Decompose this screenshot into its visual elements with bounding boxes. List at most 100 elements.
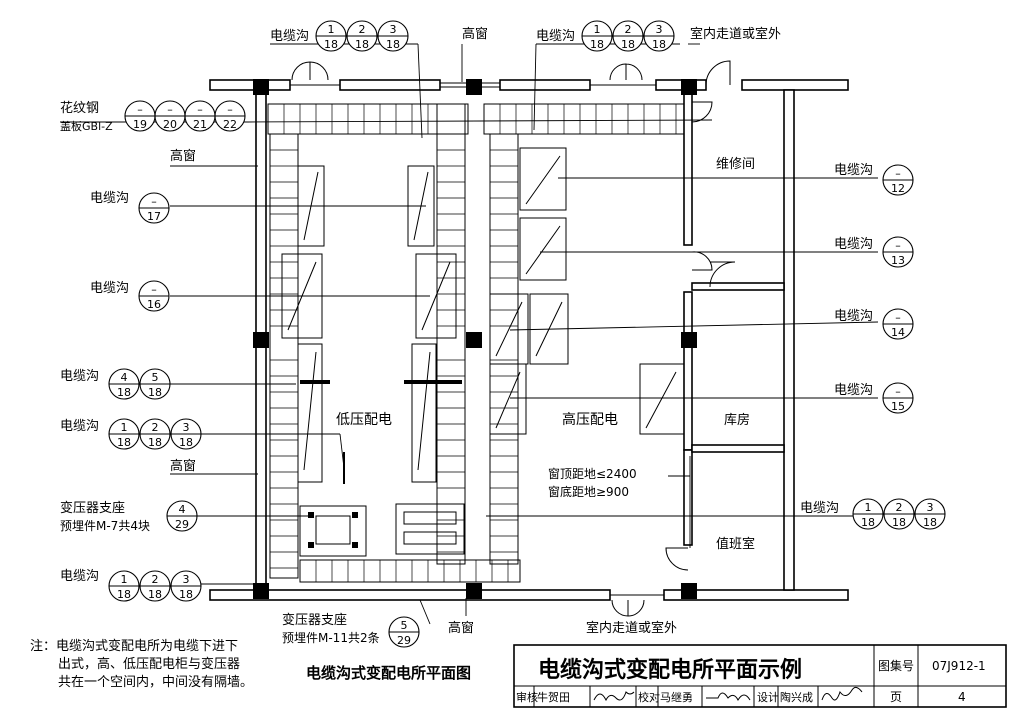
label-window-top: 窗顶距地≤2400 bbox=[548, 467, 637, 481]
label-cable-15: 电缆沟 bbox=[834, 382, 873, 398]
callout-bottom-number: 21 bbox=[193, 118, 207, 131]
callout-checker-plate: –19–20–21–22 bbox=[124, 100, 246, 132]
drawing-title: 电缆沟式变配电所平面示例 bbox=[538, 657, 802, 683]
label-transformer-base-bottom: 变压器支座 bbox=[282, 612, 347, 628]
label-corridor-top: 室内走道或室外 bbox=[690, 26, 781, 42]
title-block: 电缆沟式变配电所平面示例 图集号 07J912-1 页 4 审核 牛贺田 校对 … bbox=[513, 644, 1007, 708]
callout-top-number: – bbox=[137, 103, 143, 116]
callout-top-number: 1 bbox=[121, 573, 128, 586]
callout-cable-16: – 16 bbox=[138, 280, 170, 312]
callout-top-number: 2 bbox=[359, 23, 366, 36]
callout-top-number: 3 bbox=[183, 421, 190, 434]
review-name: 牛贺田 bbox=[537, 690, 570, 704]
callout-bottom-number: 18 bbox=[148, 588, 162, 601]
callout-bottom-number: 18 bbox=[923, 516, 937, 529]
callout-top-number: – bbox=[227, 103, 233, 116]
callout-bottom-number: 18 bbox=[117, 386, 131, 399]
design-name: 陶兴成 bbox=[780, 690, 813, 704]
design-label: 设计 bbox=[757, 691, 779, 704]
callout-cable-12: – 12 bbox=[882, 164, 914, 196]
callout-transformer-base-bottom: 529 bbox=[388, 616, 420, 648]
callout-bottom-number: 15 bbox=[891, 400, 905, 413]
room-low-voltage: 低压配电 bbox=[336, 412, 392, 428]
page-number: 4 bbox=[958, 690, 966, 704]
callout-top-number: – bbox=[151, 195, 157, 208]
callout-top-number: 1 bbox=[121, 421, 128, 434]
room-storage: 库房 bbox=[724, 412, 750, 428]
callout-top-number: 2 bbox=[152, 421, 159, 434]
callout-bottom-number: 19 bbox=[133, 118, 147, 131]
label-cable-right-123: 电缆沟 bbox=[800, 500, 839, 516]
callout-top-number: – bbox=[895, 311, 901, 324]
room-duty: 值班室 bbox=[716, 536, 755, 552]
label-embed-m11: 预埋件M-11共2条 bbox=[282, 631, 380, 645]
callout-cable-15: – 15 bbox=[882, 382, 914, 414]
callout-bubbles: 118218318118218318–19–20–21–22–17–164185… bbox=[108, 20, 946, 648]
callout-top-number: 3 bbox=[927, 501, 934, 514]
callout-bottom-number: 18 bbox=[179, 588, 193, 601]
callout-bottom-number: 18 bbox=[590, 38, 604, 51]
callout-top-number: – bbox=[895, 167, 901, 180]
callout-bottom-number: 16 bbox=[147, 298, 161, 311]
doors bbox=[291, 60, 736, 617]
callout-cable-17: –17 bbox=[138, 192, 170, 224]
callout-bottom-number: 18 bbox=[117, 588, 131, 601]
note-block: 注：电缆沟式变配电所为电缆下进下 出式，高、低压配电柜与变压器 共在一个空间内，… bbox=[30, 638, 253, 690]
check-signature bbox=[706, 692, 751, 702]
high-voltage-cabinets bbox=[489, 147, 685, 435]
label-cable-123-b: 电缆沟 bbox=[60, 568, 99, 584]
label-corridor-bottom: 室内走道或室外 bbox=[586, 620, 677, 636]
callout-bottom-number: 18 bbox=[621, 38, 635, 51]
room-repair: 维修间 bbox=[716, 157, 755, 172]
callout-top-number: – bbox=[895, 385, 901, 398]
callout-bottom-number: 18 bbox=[117, 436, 131, 449]
check-name: 马继勇 bbox=[660, 691, 693, 704]
callout-bottom-number: 14 bbox=[891, 326, 905, 339]
label-cable-16: 电缆沟 bbox=[90, 280, 129, 296]
label-cable-trench-top-left: 电缆沟 bbox=[270, 28, 309, 44]
callout-bottom-number: 18 bbox=[179, 436, 193, 449]
callout-top-number: 5 bbox=[152, 371, 159, 384]
callout-top-number: 2 bbox=[152, 573, 159, 586]
callout-top-number: 3 bbox=[183, 573, 190, 586]
callout-bottom-number: 18 bbox=[861, 516, 875, 529]
label-cable-123-a: 电缆沟 bbox=[60, 418, 99, 434]
callout-top-number: 3 bbox=[390, 23, 397, 36]
callout-bottom-number: 18 bbox=[148, 436, 162, 449]
check-label: 校对 bbox=[638, 690, 660, 704]
review-signature bbox=[593, 691, 635, 702]
page-label: 页 bbox=[890, 690, 902, 704]
callout-bottom-number: 29 bbox=[175, 518, 189, 531]
callout-bottom-number: 12 bbox=[891, 182, 905, 195]
callout-top-number: 4 bbox=[179, 503, 186, 516]
label-checker-plate-2: 盖板GBl-Z bbox=[60, 119, 113, 133]
label-window-bottom: 窗底距地≥900 bbox=[548, 484, 629, 499]
annotation-text: 电缆沟 电缆沟 高窗 室内走道或室外 花纹钢 盖板GBl-Z 高窗 电缆沟 电缆… bbox=[60, 26, 873, 645]
design-signature bbox=[821, 686, 863, 701]
label-high-window-left-1: 高窗 bbox=[170, 148, 196, 164]
low-voltage-cabinets bbox=[281, 165, 462, 484]
callout-cable-14: – 14 bbox=[882, 308, 914, 340]
callout-top-number: – bbox=[167, 103, 173, 116]
note-line-2: 出式，高、低压配电柜与变压器 bbox=[58, 656, 240, 672]
callout-bottom-number: 18 bbox=[355, 38, 369, 51]
review-label: 审核 bbox=[516, 690, 538, 704]
room-high-voltage: 高压配电 bbox=[562, 411, 618, 428]
label-cable-trench-top-mid: 电缆沟 bbox=[536, 28, 575, 44]
label-high-window-left-2: 高窗 bbox=[170, 458, 196, 474]
structural-columns bbox=[253, 79, 697, 599]
label-high-window-top: 高窗 bbox=[462, 26, 488, 42]
callout-cable-left-123-a: 1 18 2 18 3 18 bbox=[108, 418, 202, 450]
callout-bottom-number: 18 bbox=[652, 38, 666, 51]
note-line-1: 注：电缆沟式变配电所为电缆下进下 bbox=[30, 638, 238, 654]
drawing-set-label: 图集号 bbox=[878, 658, 914, 673]
label-cable-4-5: 电缆沟 bbox=[60, 368, 99, 384]
callout-bottom-number: 20 bbox=[163, 118, 177, 131]
callout-bottom-number: 29 bbox=[397, 634, 411, 647]
callout-top-number: – bbox=[151, 283, 157, 296]
